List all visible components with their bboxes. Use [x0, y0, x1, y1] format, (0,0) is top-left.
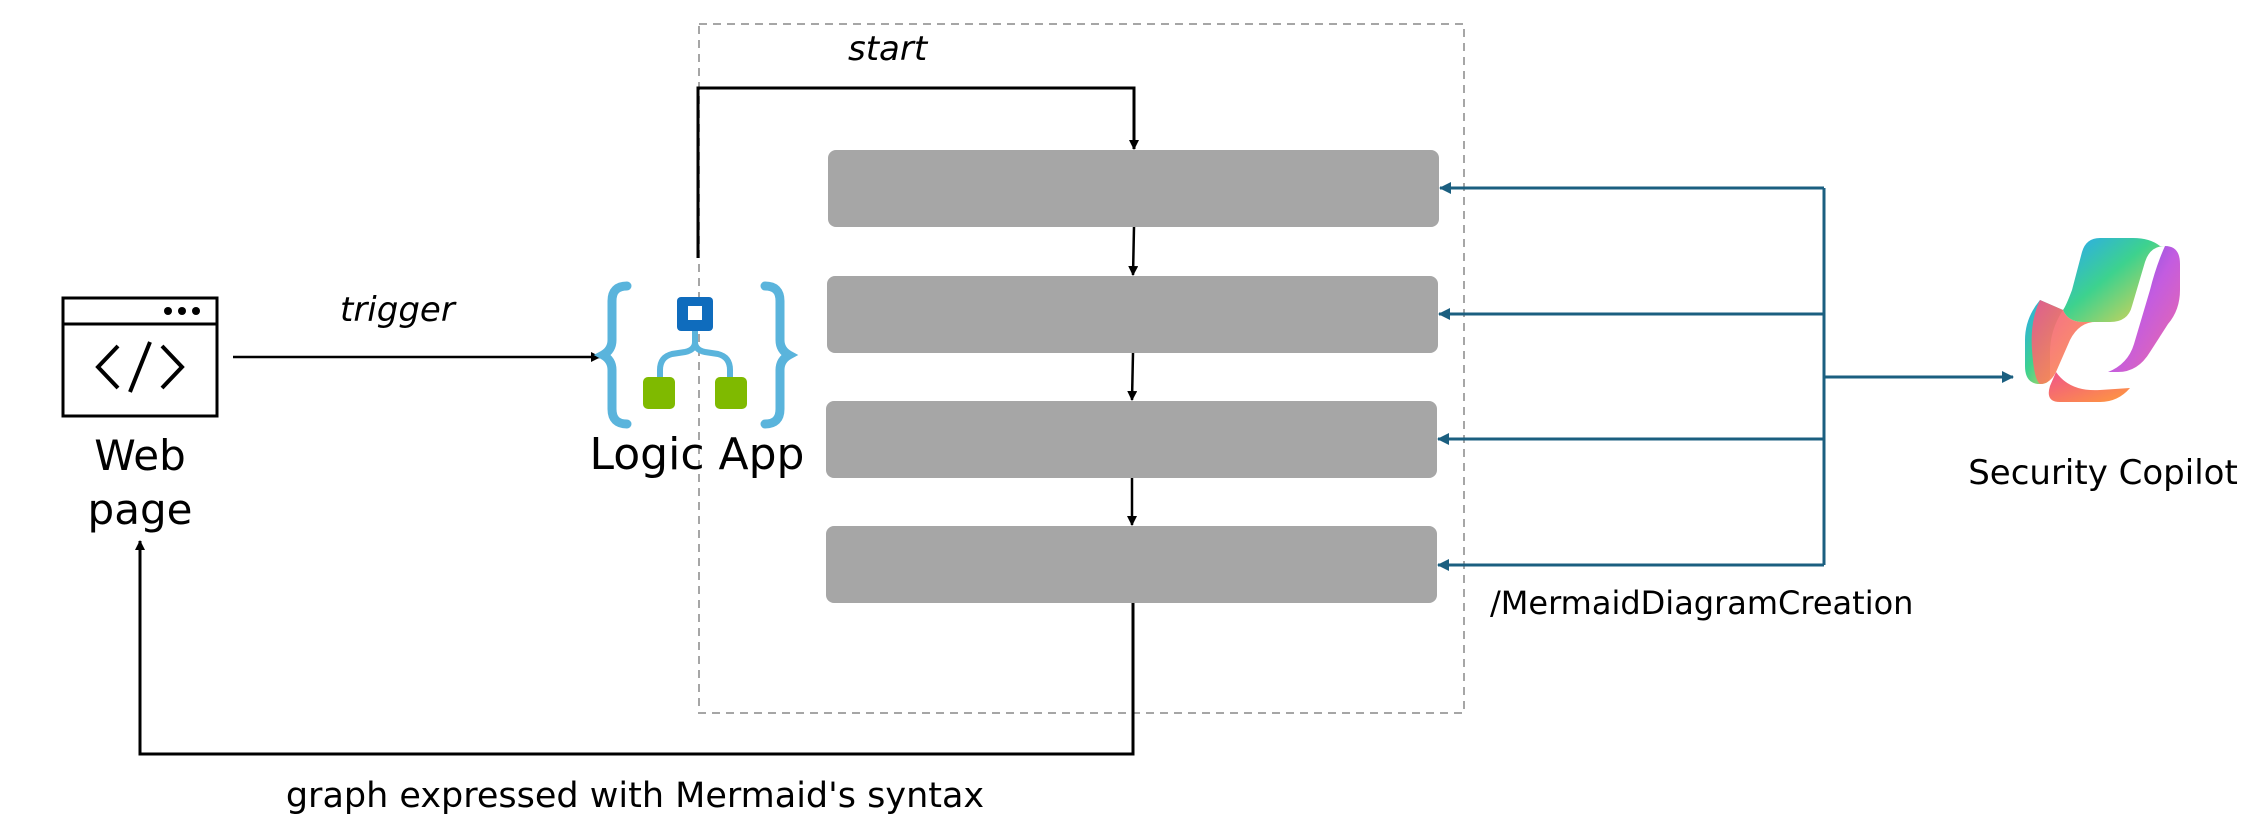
copilot-connections — [1437, 182, 2014, 571]
workflow-step-4 — [826, 526, 1437, 603]
web-page-icon — [61, 296, 219, 418]
security-copilot-label: Security Copilot — [1968, 453, 2238, 493]
trigger-label: trigger — [340, 290, 457, 330]
result-return-connector — [135, 540, 1135, 756]
result-label: graph expressed with Mermaid's syntax — [286, 776, 984, 816]
step-1-to-2-arrow — [1128, 226, 1139, 276]
workflow-step-3 — [826, 401, 1437, 478]
start-label: start — [848, 29, 929, 69]
web-page-label-line2: page — [88, 485, 193, 534]
logic-app-label: Logic App — [590, 429, 805, 480]
workflow-step-2 — [827, 276, 1438, 353]
web-page-label-line1: Web — [94, 431, 186, 480]
start-connector — [696, 86, 1139, 258]
logic-app-icon — [593, 281, 799, 429]
step-2-to-3-arrow — [1127, 352, 1138, 401]
skill-label: /MermaidDiagramCreation — [1490, 584, 1913, 622]
logic-app-workflow-container — [698, 23, 1465, 714]
workflow-step-1 — [828, 150, 1439, 227]
security-copilot-icon — [2025, 238, 2180, 402]
